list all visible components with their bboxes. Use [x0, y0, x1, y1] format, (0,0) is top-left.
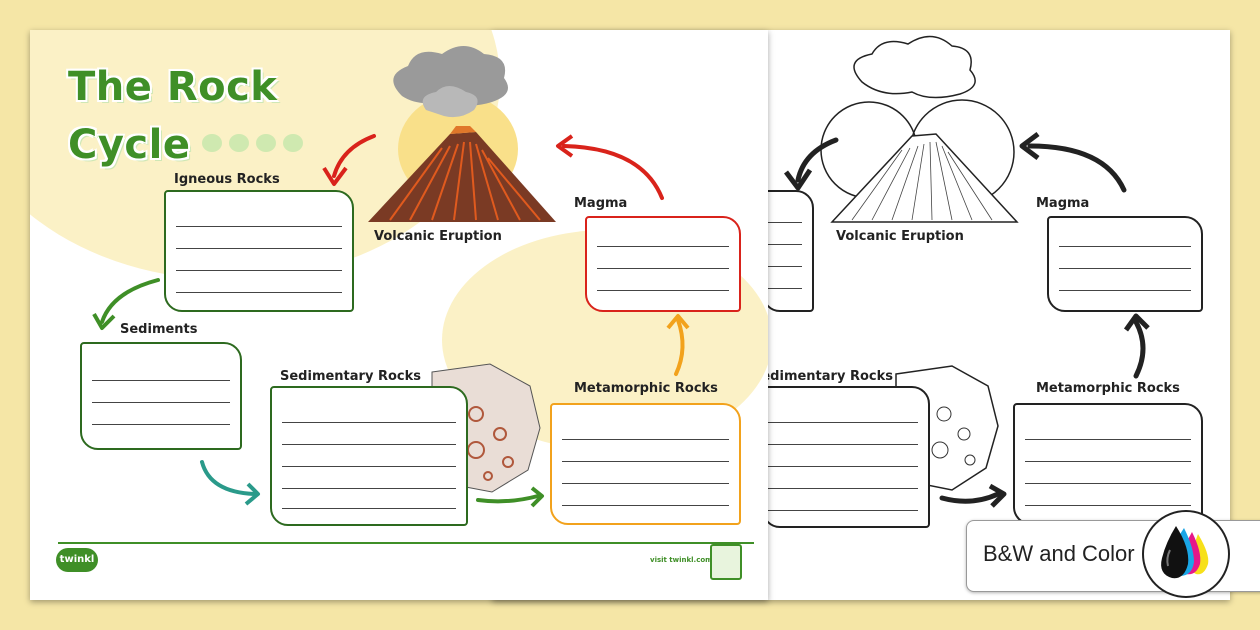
arrow-icon — [92, 134, 690, 508]
writing-line — [282, 508, 456, 509]
dot — [283, 134, 303, 152]
banner-text: B&W and Color — [983, 541, 1135, 566]
writing-line — [282, 488, 456, 489]
writing-line — [597, 290, 729, 291]
writing-line — [764, 422, 918, 423]
writing-line — [1025, 505, 1191, 506]
sediments-answer-box[interactable] — [80, 342, 242, 450]
page-title: The Rock Cycle — [68, 58, 277, 174]
writing-line — [562, 439, 729, 440]
magma-label: Magma — [574, 196, 628, 211]
sediments-label: Sediments — [120, 322, 198, 337]
igneous-answer-box[interactable] — [164, 190, 354, 312]
writing-line — [176, 270, 342, 271]
magma-answer-box[interactable] — [1047, 216, 1203, 312]
writing-line — [92, 380, 230, 381]
writing-line — [562, 483, 729, 484]
writing-line — [282, 444, 456, 445]
footer-divider — [58, 542, 754, 544]
writing-line — [1059, 268, 1191, 269]
writing-line — [597, 246, 729, 247]
writing-line — [562, 505, 729, 506]
writing-line — [1025, 461, 1191, 462]
writing-line — [282, 422, 456, 423]
writing-line — [176, 226, 342, 227]
writing-line — [176, 292, 342, 293]
writing-line — [1059, 290, 1191, 291]
writing-line — [176, 248, 342, 249]
writing-line — [764, 244, 802, 245]
writing-line — [1025, 439, 1191, 440]
title-line-2: Cycle — [68, 122, 191, 168]
writing-line — [764, 488, 918, 489]
igneous-answer-box[interactable] — [762, 190, 814, 312]
title-dots — [202, 134, 303, 152]
dot — [229, 134, 249, 152]
igneous-rocks-label: Igneous Rocks — [174, 172, 280, 187]
writing-line — [1025, 483, 1191, 484]
writing-line — [1059, 246, 1191, 247]
volcanic-eruption-label: Volcanic Eruption — [374, 229, 502, 244]
sedimentary-answer-box[interactable] — [762, 386, 930, 528]
dot — [202, 134, 222, 152]
writing-line — [764, 510, 918, 511]
magma-label: Magma — [1036, 196, 1090, 211]
dot — [256, 134, 276, 152]
volcano-icon — [368, 46, 556, 222]
sedimentary-rocks-label: Sedimentary Rocks — [752, 369, 893, 384]
metamorphic-answer-box[interactable] — [1013, 403, 1203, 525]
twinkl-logo: twinkl — [56, 548, 98, 572]
metamorphic-rocks-label: Metamorphic Rocks — [574, 381, 718, 396]
writing-line — [597, 268, 729, 269]
writing-line — [92, 424, 230, 425]
volcanic-eruption-label: Volcanic Eruption — [836, 229, 964, 244]
title-line-1: The Rock — [68, 64, 278, 110]
magma-answer-box[interactable] — [585, 216, 741, 312]
writing-line — [92, 402, 230, 403]
sedimentary-answer-box[interactable] — [270, 386, 468, 526]
writing-line — [764, 266, 802, 267]
writing-line — [764, 444, 918, 445]
metamorphic-answer-box[interactable] — [550, 403, 741, 525]
writing-line — [764, 222, 802, 223]
ink-drops-icon — [1142, 510, 1230, 598]
quality-badge-icon — [710, 544, 742, 580]
writing-line — [764, 466, 918, 467]
writing-line — [282, 466, 456, 467]
color-worksheet: The Rock Cycle — [30, 30, 768, 600]
arrow-icon — [784, 132, 1150, 508]
sedimentary-rocks-label: Sedimentary Rocks — [280, 369, 421, 384]
volcano-bw-icon — [820, 35, 1019, 223]
visit-link[interactable]: visit twinkl.com — [650, 556, 713, 564]
metamorphic-rocks-label: Metamorphic Rocks — [1036, 381, 1180, 396]
writing-line — [764, 288, 802, 289]
writing-line — [562, 461, 729, 462]
